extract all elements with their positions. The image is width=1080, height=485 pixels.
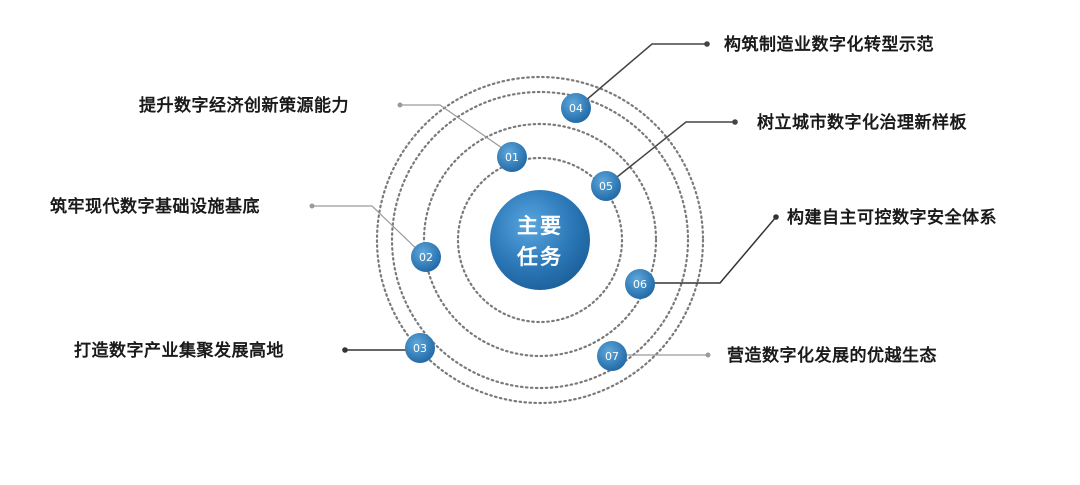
task-node-number: 07 [605,350,619,363]
connector-dot-01 [397,102,403,108]
center-hub: 主要 任务 [490,190,590,290]
connector-02 [312,205,426,258]
task-node-05[interactable]: 05 [591,171,621,201]
task-node-number: 05 [599,180,613,193]
task-nodes: 01 02 03 04 05 06 [405,93,655,371]
task-node-01[interactable]: 01 [497,142,527,172]
task-node-circle [405,333,435,363]
task-node-number: 02 [419,251,433,264]
task-label-07: 营造数字化发展的优越生态 [727,346,937,366]
connector-dot-04 [704,41,710,47]
task-node-circle [591,171,621,201]
connector-lines [309,41,779,358]
task-node-number: 04 [569,102,583,115]
task-node-03[interactable]: 03 [405,333,435,363]
connector-05 [606,121,735,186]
connector-dot-05 [732,119,738,125]
task-label-04: 构筑制造业数字化转型示范 [724,35,934,55]
connector-dot-07 [705,352,711,358]
task-node-circle [597,341,627,371]
connector-dot-06 [773,214,779,220]
orbit-ring-middle [422,122,658,358]
task-label-03: 打造数字产业集聚发展高地 [74,341,284,361]
task-node-number: 01 [505,151,519,164]
task-node-04[interactable]: 04 [561,93,591,123]
task-node-06[interactable]: 06 [625,269,655,299]
task-label-05: 树立城市数字化治理新样板 [757,113,967,133]
center-title-line2: 任务 [516,245,563,269]
connector-06 [641,216,777,284]
task-label-02: 筑牢现代数字基础设施基底 [50,197,260,217]
connector-dot-02 [309,203,315,209]
orbit-ring-inner [456,156,624,324]
task-node-circle [411,242,441,272]
task-label-01: 提升数字经济创新策源能力 [139,96,349,116]
connector-04 [577,43,707,108]
task-node-circle [625,269,655,299]
orbit-ring-outer [390,90,690,390]
task-node-07[interactable]: 07 [597,341,627,371]
connector-dot-03 [342,347,348,353]
task-node-number: 06 [633,278,647,291]
task-node-number: 03 [413,342,427,355]
orbit-rings [375,75,705,405]
connector-01 [400,104,513,156]
task-label-06: 构建自主可控数字安全体系 [787,208,997,228]
center-title-line1: 主要 [517,214,563,238]
task-node-circle [497,142,527,172]
task-node-circle [561,93,591,123]
task-node-02[interactable]: 02 [411,242,441,272]
orbit-ring-outermost [375,75,705,405]
center-circle [490,190,590,290]
